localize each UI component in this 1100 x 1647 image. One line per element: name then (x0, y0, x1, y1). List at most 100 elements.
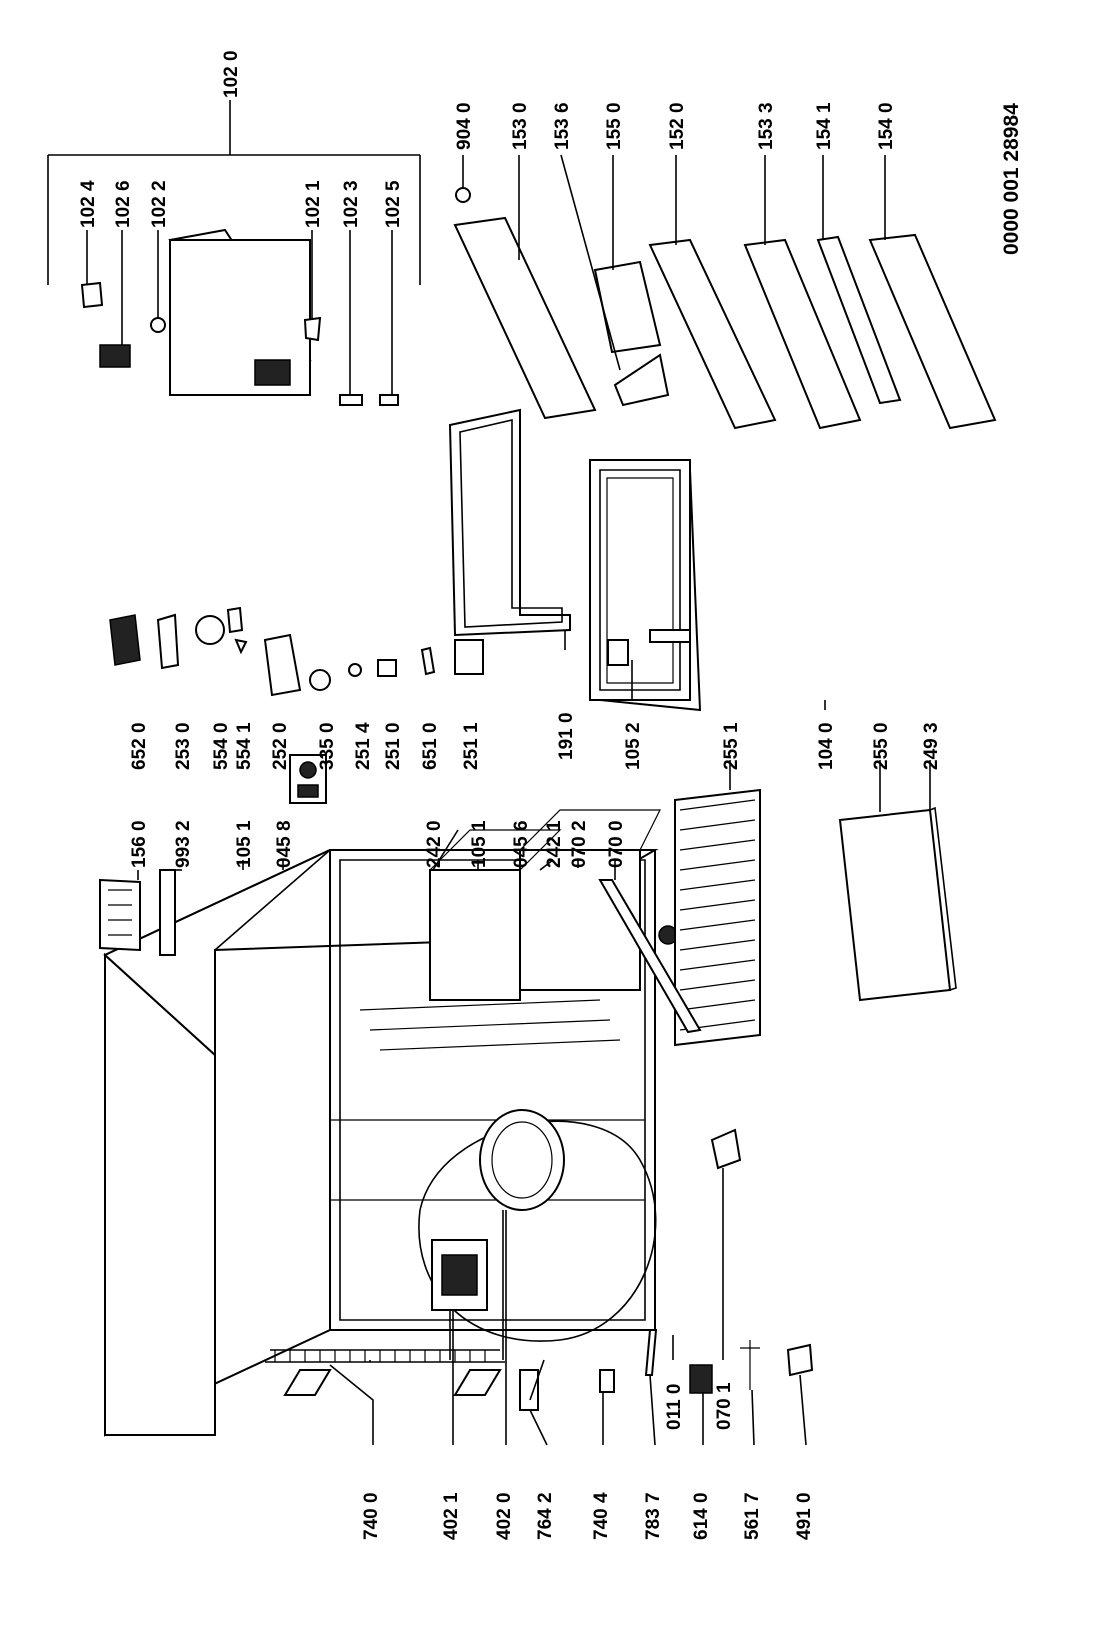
part-labels: 102 0 102 4 102 6 102 2 102 1 102 3 102 … (78, 50, 1023, 1540)
scraper (159, 869, 176, 956)
label-1020: 102 0 (221, 50, 242, 98)
part-1024 (80, 281, 104, 309)
label-7400: 740 0 (361, 1492, 382, 1540)
label-1024: 102 4 (78, 180, 99, 228)
part-5541 (234, 638, 248, 655)
part-1540 (868, 233, 997, 430)
label-7404: 740 4 (591, 1492, 612, 1540)
part-1021 (303, 316, 322, 342)
label-0110: 011 0 (664, 1384, 685, 1431)
label-2493: 249 3 (921, 722, 942, 770)
label-9932: 993 2 (173, 820, 194, 868)
compressor-cutaway (418, 1109, 657, 1342)
thermostat-parts (109, 606, 484, 697)
part-3350 (309, 669, 331, 691)
label-1022: 102 2 (149, 180, 170, 228)
part-5540 (195, 615, 225, 645)
part-1022 (150, 317, 166, 333)
top-control-panel (168, 228, 312, 396)
interior-light-unit (289, 754, 327, 804)
label-1051b: 105 1 (469, 820, 490, 868)
label-1040: 104 0 (816, 722, 837, 770)
part-6140 (689, 1364, 713, 1394)
leader-lines (47, 100, 931, 1401)
label-6140: 614 0 (691, 1492, 712, 1540)
part-1550 (593, 260, 662, 354)
lower-leader-lines (329, 1210, 807, 1446)
label-7642: 764 2 (535, 1492, 556, 1540)
top-small-parts (80, 281, 399, 406)
label-1541: 154 1 (814, 102, 835, 150)
part-0701 (710, 1128, 742, 1170)
label-0456: 045 6 (511, 820, 532, 868)
part-7837 (644, 1329, 658, 1376)
label-2550: 255 0 (871, 722, 892, 770)
part-6510 (420, 646, 436, 676)
door-hinge (607, 629, 691, 666)
label-0458: 045 8 (274, 820, 295, 868)
label-2510: 251 0 (383, 722, 404, 770)
label-1560: 156 0 (129, 820, 150, 868)
part-1533 (743, 238, 862, 430)
label-2420: 242 0 (424, 820, 445, 868)
part-2510 (377, 659, 397, 677)
shelf-rail (598, 879, 702, 1034)
label-1550: 155 0 (604, 102, 625, 150)
door-panel (588, 458, 702, 712)
compressor (479, 1109, 565, 1211)
label-2520: 252 0 (270, 722, 291, 770)
label-1051a: 105 1 (234, 820, 255, 868)
label-1910: 191 0 (556, 712, 577, 760)
small-components (519, 925, 814, 1411)
condenser (265, 1349, 505, 1396)
part-5617 (740, 1340, 760, 1390)
part-2530 (156, 613, 180, 670)
label-0701: 070 1 (714, 1382, 735, 1430)
part-1025 (379, 394, 399, 406)
label-0702: 070 2 (569, 820, 590, 868)
label-3350: 335 0 (317, 722, 338, 770)
part-1026 (99, 344, 131, 368)
label-0700: 070 0 (606, 820, 627, 868)
label-7837: 783 7 (643, 1492, 664, 1540)
wire-shelf (674, 788, 761, 1047)
part-1023 (339, 394, 363, 406)
label-1023: 102 3 (341, 180, 362, 228)
label-6520: 652 0 (129, 722, 150, 770)
label-1536: 153 6 (552, 102, 573, 150)
label-5541: 554 1 (234, 722, 255, 770)
label-4021: 402 1 (441, 1492, 462, 1540)
label-5540: 554 0 (211, 722, 232, 770)
label-2421: 242 1 (544, 820, 565, 868)
part-9040 (455, 187, 471, 203)
ice-tray (99, 878, 141, 952)
label-1026: 102 6 (113, 180, 134, 228)
part-7404 (599, 1369, 615, 1393)
part-2520 (263, 633, 302, 697)
part-1536 (613, 353, 670, 407)
label-4020: 402 0 (494, 1492, 515, 1540)
label-1533: 153 3 (756, 102, 777, 150)
label-9040: 904 0 (454, 102, 475, 150)
part-2514 (348, 663, 362, 677)
part-2511 (454, 639, 484, 675)
label-5617: 561 7 (742, 1492, 763, 1540)
door-bins (453, 187, 997, 430)
part-1530 (453, 216, 597, 420)
label-1540: 154 0 (876, 102, 897, 150)
label-2511: 251 1 (461, 722, 482, 770)
label-2530: 253 0 (173, 722, 194, 770)
part-1541 (816, 235, 902, 405)
label-4910: 491 0 (794, 1492, 815, 1540)
label-1025: 102 5 (383, 180, 404, 228)
door-gasket (448, 408, 571, 637)
label-1052: 105 2 (623, 722, 644, 770)
document-number: 0000 001 28984 (1000, 103, 1023, 255)
part-6520 (109, 614, 141, 666)
part-7642 (519, 1369, 539, 1411)
label-1021: 102 1 (303, 180, 324, 228)
part-4910 (786, 1343, 814, 1377)
label-2514: 251 4 (353, 722, 374, 770)
label-2551: 255 1 (721, 722, 742, 770)
